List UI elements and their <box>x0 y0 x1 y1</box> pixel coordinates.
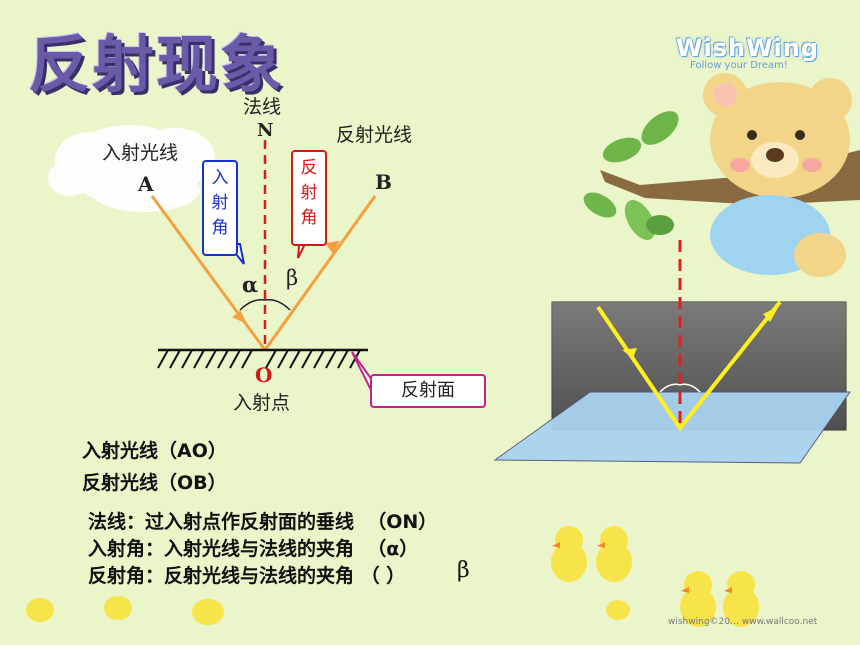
watermark: wishwing©20… www.wallcoo.net <box>668 617 818 627</box>
incidence-angle-char: 角 <box>211 218 229 238</box>
reflection-angle-char: 射 <box>300 183 318 203</box>
point-o-label: O <box>255 363 273 387</box>
beta-arc <box>264 298 291 311</box>
incidence-point-label: 入射点 <box>233 392 291 414</box>
reflected-ray-label: 反射光线 <box>336 124 413 146</box>
beta-label: β <box>286 266 299 290</box>
brand-tagline: Follow your Dream! <box>690 60 788 71</box>
alpha-arc <box>239 298 266 311</box>
reflection-angle-char: 角 <box>300 208 318 228</box>
incidence-angle-symbol: α <box>386 538 400 560</box>
incidence-angle-definition-row: 入射角：入射光线与法线的夹角 （α） <box>88 534 418 561</box>
bear-illustration <box>703 73 852 277</box>
incident-arrow <box>232 310 248 325</box>
incidence-angle-callout: 入 射 角 <box>202 160 238 256</box>
normal-definition: 法线：过入射点作反射面的垂线 （ON） <box>88 511 438 533</box>
reflected-arrow <box>325 240 340 254</box>
reflection-angle-symbol: β <box>457 558 470 583</box>
point-n-label: N <box>257 120 274 141</box>
brand-logo: WishWing Follow your Dream! <box>676 34 819 71</box>
alpha-label: α <box>242 272 259 297</box>
point-a-label: A <box>138 172 154 196</box>
incident-ray <box>150 195 267 351</box>
reflected-ray-definition: 反射光线（OB） <box>82 472 227 494</box>
incident-ray-label: 入射光线 <box>102 142 179 164</box>
page-title: 反射现象 <box>28 28 285 101</box>
surface-callout: 反射面 <box>370 374 486 408</box>
surface-callout-pointer <box>351 351 373 393</box>
incident-ray-definition: 入射光线（AO） <box>82 440 227 462</box>
incidence-angle-char: 入 <box>211 168 229 188</box>
reflection-angle-char: 反 <box>300 158 318 178</box>
normal-label: 法线 <box>243 96 282 118</box>
chick-illustrations <box>26 526 759 627</box>
mirror-3d-model <box>493 240 851 464</box>
incidence-angle-definition: 入射角：入射光线与法线的夹角 （ <box>88 538 387 560</box>
reflection-angle-callout: 反 射 角 <box>291 150 327 246</box>
brand-name: WishWing <box>676 34 820 62</box>
reflected-ray <box>263 195 377 351</box>
reflection-angle-definition: 反射角：反射光线与法线的夹角 （ ） <box>88 565 406 587</box>
incidence-angle-close: ） <box>399 538 419 560</box>
incidence-angle-char: 射 <box>211 193 229 213</box>
cloud-illustration <box>48 125 215 212</box>
point-b-label: B <box>375 170 392 194</box>
